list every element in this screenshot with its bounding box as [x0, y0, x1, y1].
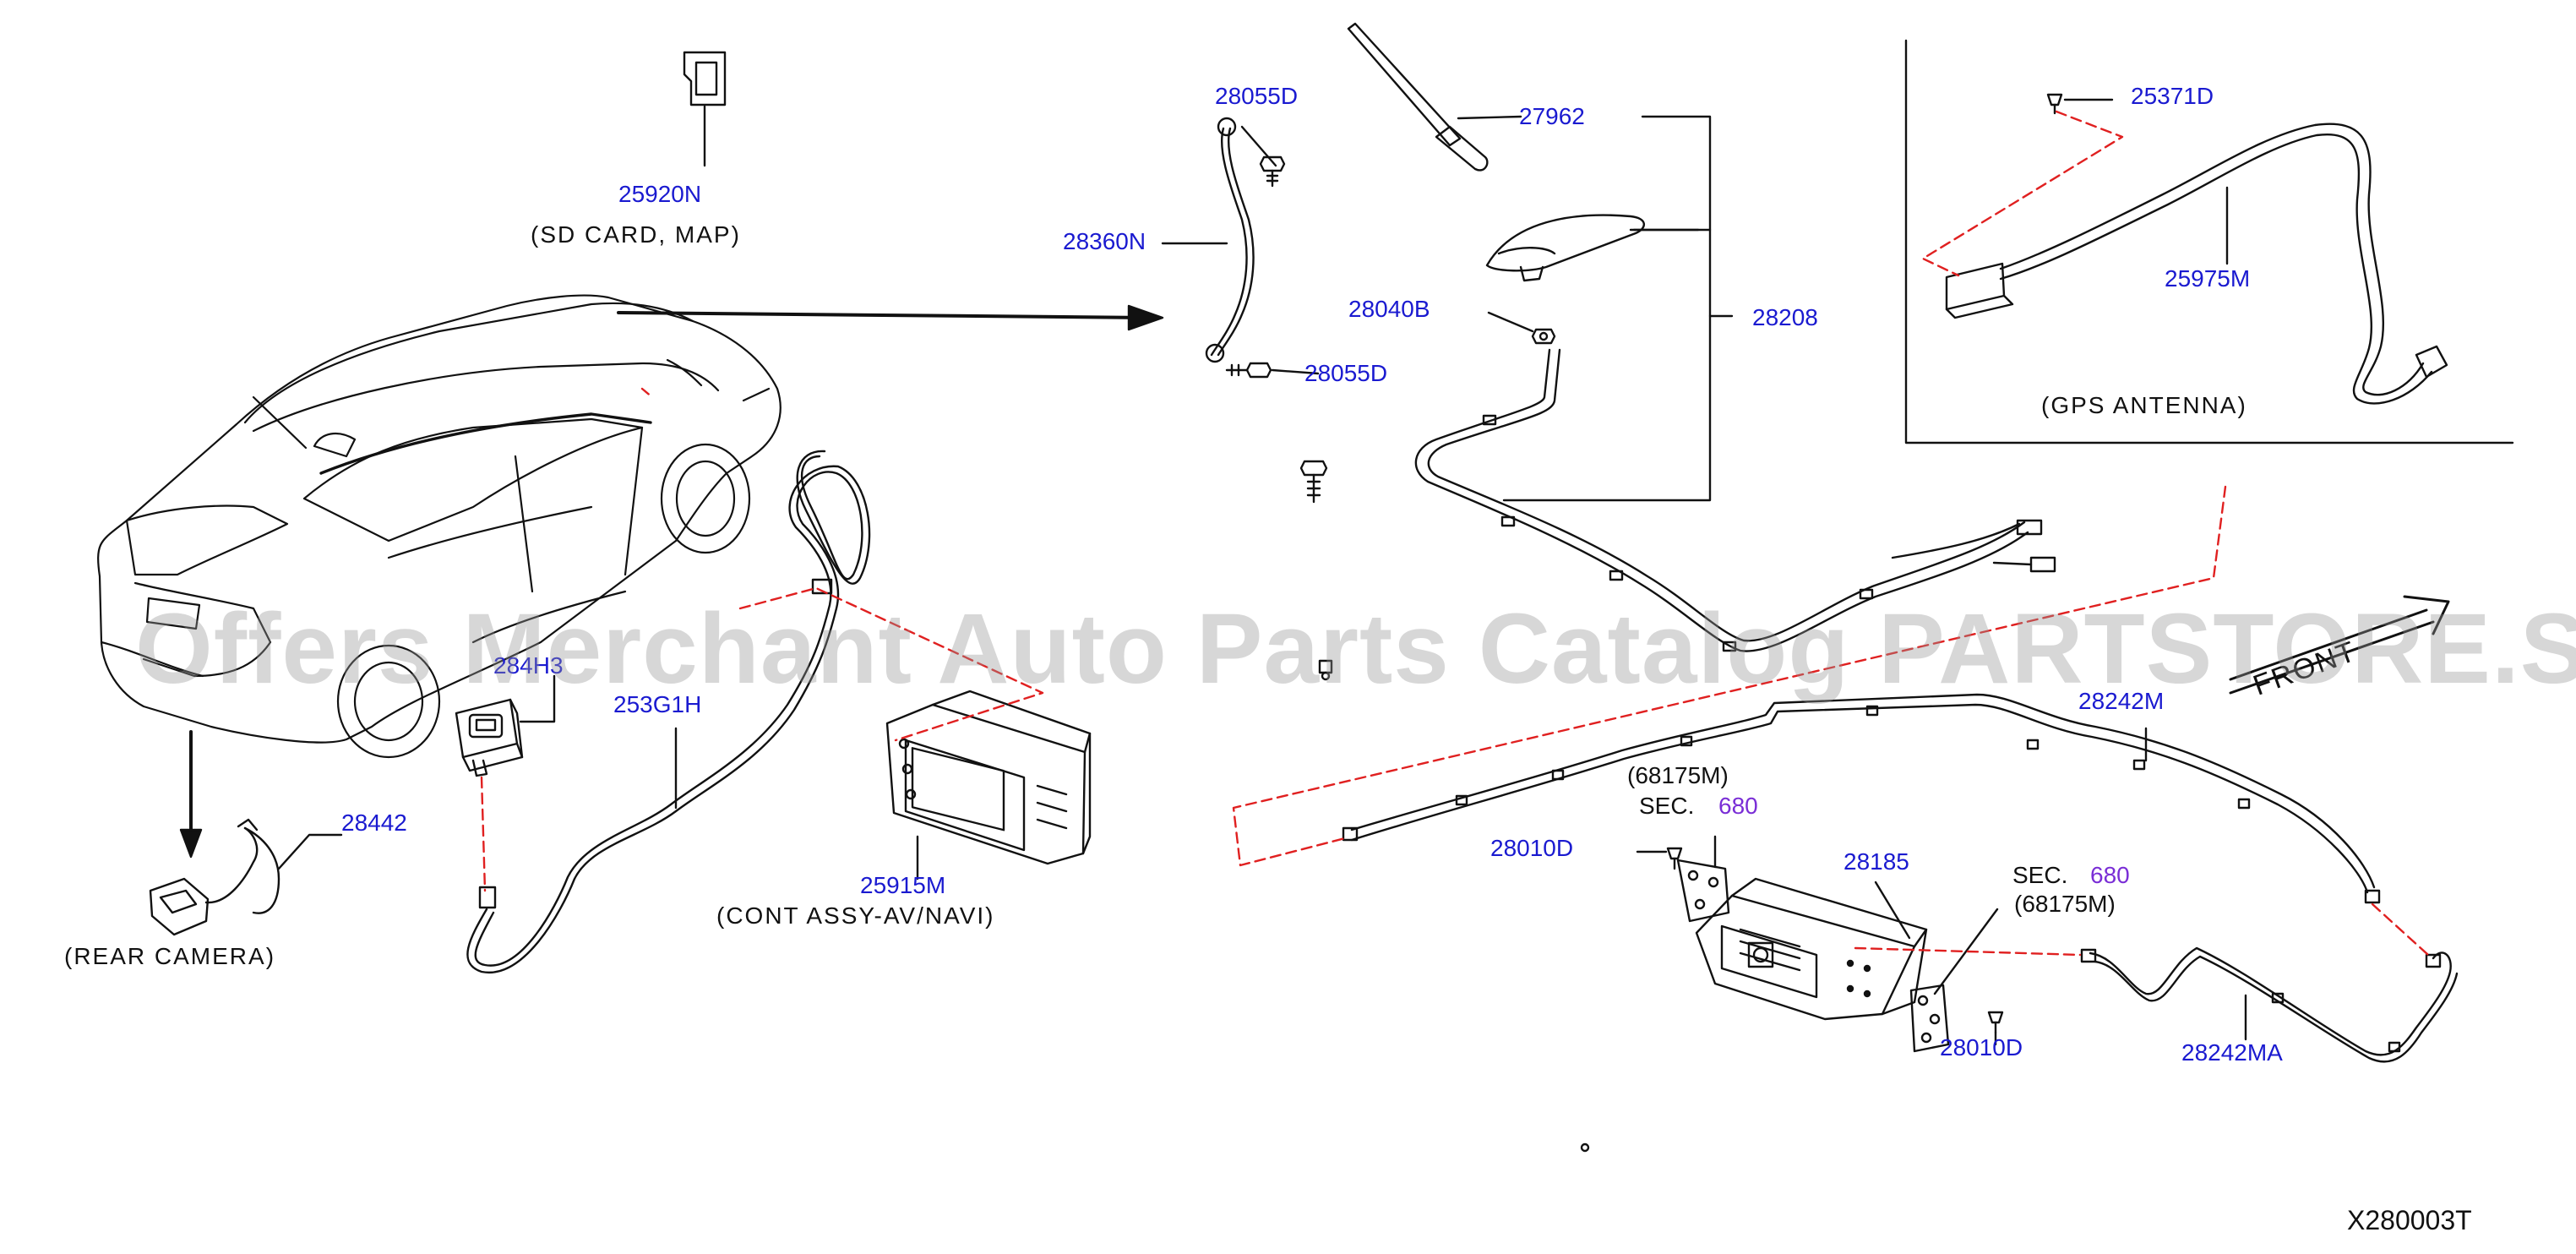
- sec-prefix-right: SEC.: [2012, 862, 2068, 888]
- part-253G1H[interactable]: 253G1H: [613, 691, 702, 717]
- mounting-bracket[interactable]: [1909, 984, 1950, 1053]
- navi-caption: (CONT ASSY-AV/NAVI): [716, 902, 995, 929]
- part-28242MA[interactable]: 28242MA: [2181, 1039, 2283, 1066]
- bracket-line: [1502, 115, 1712, 502]
- ground-strap-28360N[interactable]: [1205, 117, 1255, 363]
- dashed-leader: [2371, 902, 2430, 957]
- bolt[interactable]: [1299, 460, 1328, 504]
- dashed-leader: [480, 776, 487, 892]
- leader-line: [1457, 115, 1522, 120]
- watermark: Offers Merchant Auto Parts Catalog PARTS…: [135, 593, 2576, 705]
- gps-antenna-cable-25975M[interactable]: [1945, 123, 2448, 405]
- leader-line: [1487, 311, 1534, 333]
- nut-28040B[interactable]: [1531, 328, 1556, 345]
- part-28360N[interactable]: 28360N: [1063, 228, 1146, 254]
- sec-prefix-left: SEC.: [1639, 793, 1695, 819]
- section-680-link-left[interactable]: 680: [1718, 793, 1758, 819]
- dashed-leader: [1854, 946, 2082, 957]
- part-28185[interactable]: 28185: [1844, 848, 1909, 875]
- harness-28242M[interactable]: [1342, 693, 2381, 904]
- gps-panel-border: [1904, 39, 2514, 444]
- callout-arrow: [617, 304, 1164, 331]
- cable-28242MA[interactable]: [2080, 946, 2459, 1063]
- mounting-bracket[interactable]: [1676, 859, 1730, 923]
- front-arrow-icon: [2229, 595, 2450, 695]
- ref-68175M-left: (68175M): [1627, 762, 1729, 788]
- screw: [1580, 1142, 1590, 1153]
- part-28208[interactable]: 28208: [1752, 304, 1818, 330]
- part-27962[interactable]: 27962: [1519, 103, 1585, 129]
- part-28010D-left[interactable]: 28010D: [1490, 835, 1574, 861]
- part-28055D-top[interactable]: 28055D: [1215, 83, 1299, 109]
- callout-arrow: [179, 730, 203, 859]
- usb-aux-module-284H3[interactable]: [455, 698, 524, 777]
- leader-line: [1271, 368, 1320, 375]
- dashed-leader: [738, 586, 1044, 742]
- leader-line: [519, 674, 556, 723]
- dashed-leader: [640, 387, 654, 399]
- part-25975M[interactable]: 25975M: [2165, 265, 2251, 292]
- audio-unit-28185[interactable]: [1695, 877, 1928, 1021]
- leader-line: [1874, 881, 1911, 940]
- dashed-leader: [1232, 485, 2227, 867]
- screw-28010D[interactable]: [1666, 847, 1683, 870]
- bolt-28055D[interactable]: [1225, 362, 1272, 379]
- section-680-link-right[interactable]: 680: [2090, 862, 2130, 888]
- part-28242M[interactable]: 28242M: [2078, 688, 2165, 714]
- ref-68175M-right: (68175M): [2014, 891, 2116, 917]
- part-28055D-bottom[interactable]: 28055D: [1304, 360, 1388, 386]
- part-25371D[interactable]: 25371D: [2131, 83, 2214, 109]
- navi-unit-25915M[interactable]: [885, 690, 1092, 865]
- rear-camera-28442[interactable]: [149, 818, 280, 936]
- dashed-leader: [1921, 110, 2124, 277]
- antenna-mast-27962[interactable]: [1347, 22, 1489, 172]
- leader-line: [277, 833, 343, 870]
- part-25920N[interactable]: 25920N: [618, 181, 702, 207]
- rear-camera-caption: (REAR CAMERA): [64, 943, 276, 969]
- sd-card-icon[interactable]: [683, 51, 727, 106]
- gps-antenna-caption: (GPS ANTENNA): [2041, 392, 2247, 418]
- leader-line: [1933, 908, 1999, 995]
- screw-28010D[interactable]: [1987, 1011, 2004, 1034]
- part-284H3[interactable]: 284H3: [493, 652, 564, 679]
- screw-25371D[interactable]: [2046, 93, 2063, 115]
- part-28040B[interactable]: 28040B: [1348, 296, 1430, 322]
- part-28442[interactable]: 28442: [341, 810, 407, 836]
- roof-antenna-fin[interactable]: [1485, 214, 1645, 282]
- leader-line: [1240, 125, 1277, 167]
- clip: [1318, 659, 1333, 681]
- part-28010D-right[interactable]: 28010D: [1940, 1034, 2023, 1060]
- harness-253G1H[interactable]: [466, 450, 871, 974]
- part-25915M[interactable]: 25915M: [860, 872, 946, 898]
- vehicle-illustration: [97, 294, 782, 759]
- antenna-feeder-cable[interactable]: [1414, 348, 2056, 652]
- bolt-28055D[interactable]: [1259, 155, 1286, 188]
- sd-card-caption: (SD CARD, MAP): [531, 221, 741, 248]
- diagram-code: X280003T: [2347, 1205, 2472, 1235]
